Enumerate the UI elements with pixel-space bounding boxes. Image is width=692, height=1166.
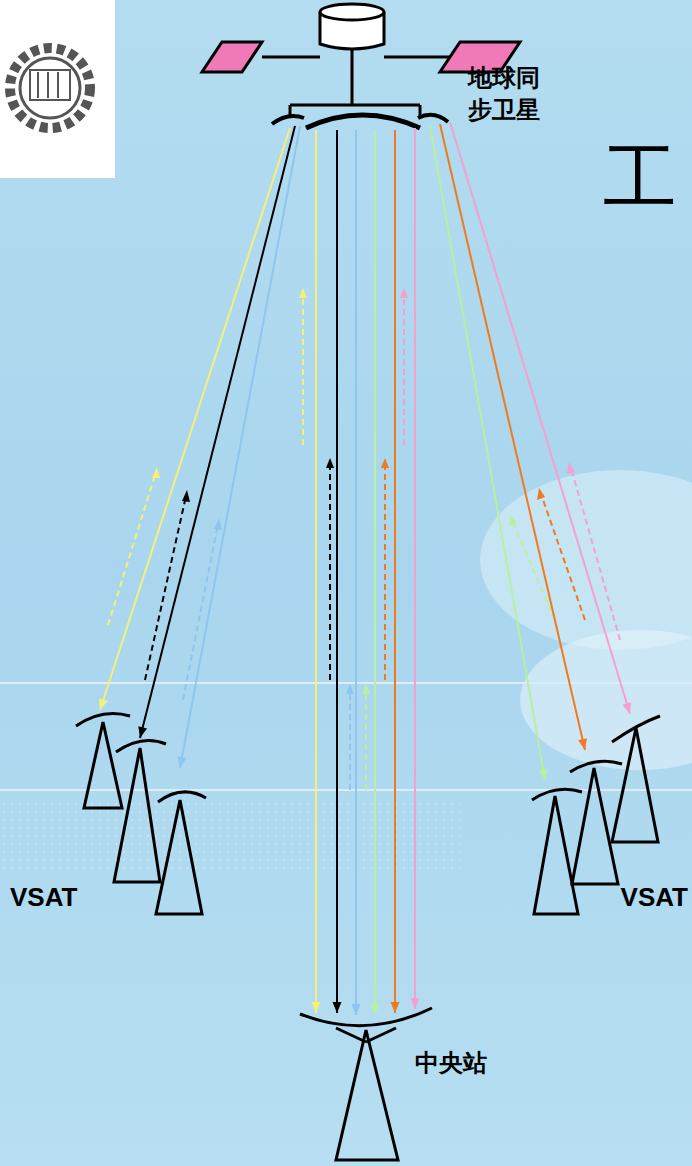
downlink-ray xyxy=(312,130,321,1013)
title-fragment: 工 xyxy=(603,140,677,214)
glow xyxy=(520,630,692,770)
glow xyxy=(480,470,692,650)
downlink-ray xyxy=(333,130,342,1013)
uplink-heads xyxy=(152,288,575,694)
downlink-ray xyxy=(440,124,587,750)
streak xyxy=(0,682,692,684)
downlink-ray xyxy=(411,128,420,1009)
uplink-dashes xyxy=(108,294,620,790)
vsat-group: VSAT xyxy=(520,708,686,918)
satellite-node: 地球同步卫星 xyxy=(195,0,530,130)
vsat-group: VSAT xyxy=(5,708,210,918)
downlink-ray xyxy=(391,130,400,1013)
downlink-ray xyxy=(352,130,361,1015)
node-label: 中央站 xyxy=(415,1047,487,1079)
vsat-antennas-left xyxy=(76,714,206,914)
downlink-ray xyxy=(178,126,300,768)
dot-band xyxy=(0,800,460,870)
central-station: 中央站 xyxy=(290,995,490,1160)
downlink-ray xyxy=(371,130,380,1015)
downlink-ray xyxy=(430,126,548,780)
downlink-ray xyxy=(99,128,290,710)
node-label: 地球同步卫星 xyxy=(468,62,540,127)
logo xyxy=(0,0,115,178)
central-antenna xyxy=(300,1008,432,1160)
node-label: VSAT xyxy=(10,880,77,915)
downlink-ray xyxy=(138,126,295,738)
node-label: VSAT xyxy=(621,880,688,915)
